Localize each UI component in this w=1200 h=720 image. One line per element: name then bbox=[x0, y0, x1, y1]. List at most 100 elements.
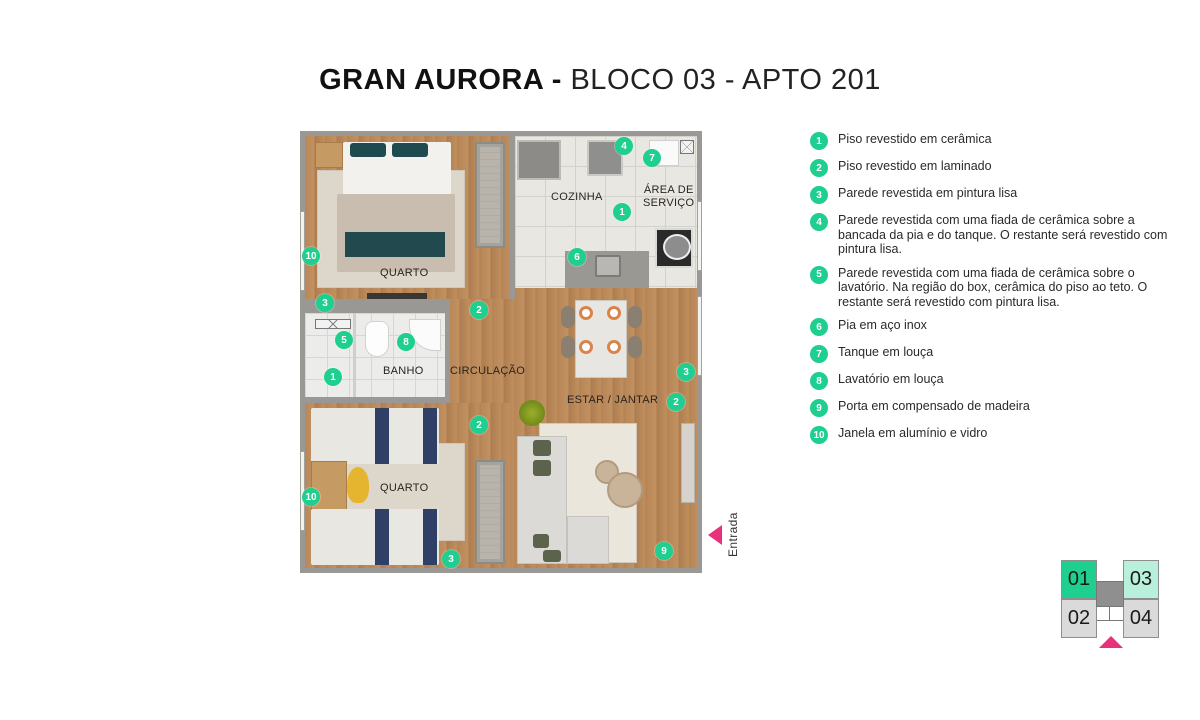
cushion bbox=[533, 534, 549, 548]
marker-3: 3 bbox=[316, 294, 334, 312]
label-quarto-1: QUARTO bbox=[380, 267, 429, 279]
core-connector bbox=[1097, 620, 1123, 621]
label-circulacao: CIRCULAÇÃO bbox=[450, 365, 526, 377]
title-unit: BLOCO 03 - APTO 201 bbox=[570, 64, 881, 96]
legend-text: Pia em aço inox bbox=[838, 318, 927, 332]
blanket-stripe bbox=[423, 509, 437, 565]
room-estar-jantar bbox=[515, 288, 697, 568]
legend: 1 Piso revestido em cerâmica 2 Piso reve… bbox=[810, 132, 1180, 453]
blanket-stripe bbox=[423, 408, 437, 464]
tv-rack bbox=[681, 423, 695, 503]
room-banho bbox=[305, 313, 445, 397]
room-cozinha bbox=[515, 136, 697, 288]
refrigerator bbox=[517, 140, 561, 180]
legend-badge: 9 bbox=[810, 399, 828, 417]
drain-box bbox=[680, 140, 694, 154]
marker-1: 1 bbox=[324, 368, 342, 386]
nightstand bbox=[315, 142, 343, 168]
legend-badge: 7 bbox=[810, 345, 828, 363]
legend-item: 7 Tanque em louça bbox=[810, 345, 1180, 363]
plate bbox=[607, 340, 621, 354]
chair bbox=[561, 306, 575, 328]
core-connector bbox=[1109, 607, 1110, 621]
toilet bbox=[365, 321, 389, 357]
wardrobe bbox=[475, 460, 505, 564]
label-quarto-2: QUARTO bbox=[380, 482, 429, 494]
legend-item: 3 Parede revestida em pintura lisa bbox=[810, 186, 1180, 204]
marker-1: 1 bbox=[613, 203, 631, 221]
blanket-stripe bbox=[375, 408, 389, 464]
cushion bbox=[543, 550, 561, 562]
legend-text: Parede revestida com uma fiada de cerâmi… bbox=[838, 265, 1148, 309]
legend-badge: 5 bbox=[810, 265, 828, 284]
page-title: GRAN AURORA - BLOCO 03 - APTO 201 bbox=[0, 64, 1200, 97]
coffee-table bbox=[607, 472, 643, 508]
marker-2: 2 bbox=[470, 301, 488, 319]
legend-item: 2 Piso revestido em laminado bbox=[810, 159, 1180, 177]
wardrobe bbox=[475, 142, 505, 248]
entry-label: Entrada bbox=[726, 512, 740, 557]
washing-machine bbox=[655, 228, 693, 268]
label-area-servico: ÁREA DE SERVIÇO bbox=[643, 184, 695, 209]
legend-item: 8 Lavatório em louça bbox=[810, 372, 1180, 390]
chair bbox=[628, 306, 642, 328]
legend-text: Lavatório em louça bbox=[838, 372, 944, 386]
chair bbox=[561, 336, 575, 358]
shower-divider bbox=[353, 313, 356, 397]
building-core bbox=[1096, 581, 1124, 607]
label-banho: BANHO bbox=[383, 365, 424, 377]
room-quarto-1 bbox=[305, 136, 510, 299]
marker-7: 7 bbox=[643, 149, 661, 167]
legend-badge: 10 bbox=[810, 426, 828, 444]
pillow bbox=[350, 143, 386, 157]
legend-text: Parede revestida em pintura lisa bbox=[838, 186, 1018, 200]
window bbox=[697, 296, 702, 376]
legend-item: 9 Porta em compensado de madeira bbox=[810, 399, 1180, 417]
marker-3: 3 bbox=[677, 363, 695, 381]
plate bbox=[579, 306, 593, 320]
marker-3: 3 bbox=[442, 550, 460, 568]
floor-plan: QUARTO COZINHA ÁREA DE SERVIÇO bbox=[300, 131, 702, 573]
legend-item: 1 Piso revestido em cerâmica bbox=[810, 132, 1180, 150]
chair bbox=[628, 336, 642, 358]
potted-plant bbox=[519, 400, 545, 426]
bed-runner bbox=[345, 232, 445, 257]
unit-02: 02 bbox=[1061, 599, 1097, 638]
unit-03: 03 bbox=[1123, 560, 1159, 599]
unit-01: 01 bbox=[1061, 560, 1097, 599]
legend-text: Tanque em louça bbox=[838, 345, 934, 359]
marker-8: 8 bbox=[397, 333, 415, 351]
marker-9: 9 bbox=[655, 542, 673, 560]
sofa-chaise bbox=[567, 516, 609, 564]
plate bbox=[579, 340, 593, 354]
entrance-marker-icon bbox=[1099, 636, 1123, 648]
legend-text: Piso revestido em cerâmica bbox=[838, 132, 992, 146]
cushion bbox=[533, 440, 551, 456]
legend-badge: 4 bbox=[810, 213, 828, 231]
label-cozinha: COZINHA bbox=[551, 191, 603, 203]
legend-item: 5 Parede revestida com uma fiada de cerâ… bbox=[810, 265, 1180, 310]
legend-item: 6 Pia em aço inox bbox=[810, 318, 1180, 336]
marker-5: 5 bbox=[335, 331, 353, 349]
window bbox=[697, 201, 702, 271]
legend-badge: 6 bbox=[810, 318, 828, 336]
marker-6: 6 bbox=[568, 248, 586, 266]
marker-4: 4 bbox=[615, 137, 633, 155]
legend-text: Porta em compensado de madeira bbox=[838, 399, 1030, 413]
blanket-stripe bbox=[375, 509, 389, 565]
legend-item: 4 Parede revestida com uma fiada de cerâ… bbox=[810, 213, 1180, 257]
marker-10: 10 bbox=[302, 247, 320, 265]
legend-item: 10 Janela em alumínio e vidro bbox=[810, 426, 1180, 444]
unit-key-map: 01 02 03 04 bbox=[1061, 560, 1159, 650]
kitchen-sink bbox=[595, 255, 621, 277]
unit-04: 04 bbox=[1123, 599, 1159, 638]
desk-chair bbox=[347, 467, 369, 503]
legend-text: Parede revestida com uma fiada de cerâmi… bbox=[838, 213, 1168, 256]
entry-arrow-icon bbox=[708, 525, 722, 545]
tv-panel bbox=[367, 293, 427, 299]
title-project: GRAN AURORA - bbox=[319, 64, 562, 96]
legend-badge: 3 bbox=[810, 186, 828, 204]
marker-2: 2 bbox=[667, 393, 685, 411]
legend-badge: 1 bbox=[810, 132, 828, 150]
label-estar-jantar: ESTAR / JANTAR bbox=[567, 394, 659, 406]
